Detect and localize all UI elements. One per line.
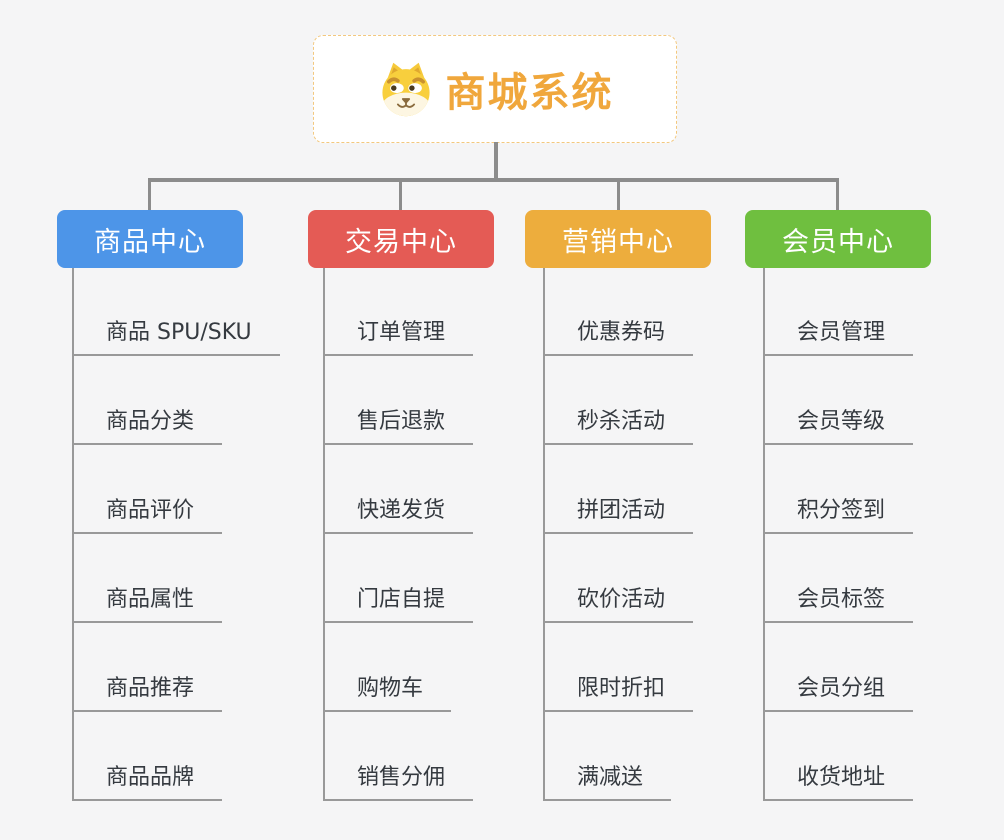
branch-header-marketing-center[interactable]: 营销中心: [525, 210, 711, 268]
leaf-node[interactable]: 商品评价: [72, 496, 223, 534]
leaf-node[interactable]: 商品推荐: [72, 674, 223, 712]
branch-header-product-center[interactable]: 商品中心: [57, 210, 243, 268]
leaf-node[interactable]: 快递发货: [323, 496, 474, 534]
leaf-node[interactable]: 拼团活动: [543, 496, 694, 534]
leaf-node[interactable]: 收货地址: [763, 763, 914, 801]
leaf-node[interactable]: 满减送: [543, 763, 672, 801]
root-connector-line: [494, 142, 498, 180]
leaf-node[interactable]: 砍价活动: [543, 585, 694, 623]
leaf-node[interactable]: 商品分类: [72, 407, 223, 445]
leaf-node[interactable]: 商品品牌: [72, 763, 223, 801]
leaf-node[interactable]: 门店自提: [323, 585, 474, 623]
branch-drop-line: [148, 180, 151, 210]
root-label: 商城系统: [445, 70, 614, 116]
leaf-node[interactable]: 会员分组: [763, 674, 914, 712]
leaf-node[interactable]: 购物车: [323, 674, 452, 712]
leaf-node[interactable]: 积分签到: [763, 496, 914, 534]
dog-mascot-icon: [381, 62, 430, 117]
branch-bus-line: [148, 178, 839, 182]
leaf-node[interactable]: 商品 SPU/SKU: [72, 318, 280, 356]
branch-trunk-line: [323, 268, 325, 801]
leaf-node[interactable]: 会员标签: [763, 585, 914, 623]
branch-trunk-line: [543, 268, 545, 801]
leaf-node[interactable]: 商品属性: [72, 585, 223, 623]
leaf-node[interactable]: 会员管理: [763, 318, 914, 356]
leaf-node[interactable]: 售后退款: [323, 407, 474, 445]
branch-trunk-line: [72, 268, 74, 801]
branch-drop-line: [617, 180, 620, 210]
leaf-node[interactable]: 优惠券码: [543, 318, 694, 356]
root-node[interactable]: 商城系统: [313, 35, 677, 143]
leaf-node[interactable]: 限时折扣: [543, 674, 694, 712]
leaf-node[interactable]: 销售分佣: [323, 763, 474, 801]
branch-trunk-line: [763, 268, 765, 801]
leaf-node[interactable]: 会员等级: [763, 407, 914, 445]
leaf-node[interactable]: 订单管理: [323, 318, 474, 356]
branch-header-member-center[interactable]: 会员中心: [745, 210, 931, 268]
leaf-node[interactable]: 秒杀活动: [543, 407, 694, 445]
branch-header-trade-center[interactable]: 交易中心: [308, 210, 494, 268]
branch-drop-line: [836, 180, 839, 210]
branch-drop-line: [399, 180, 402, 210]
